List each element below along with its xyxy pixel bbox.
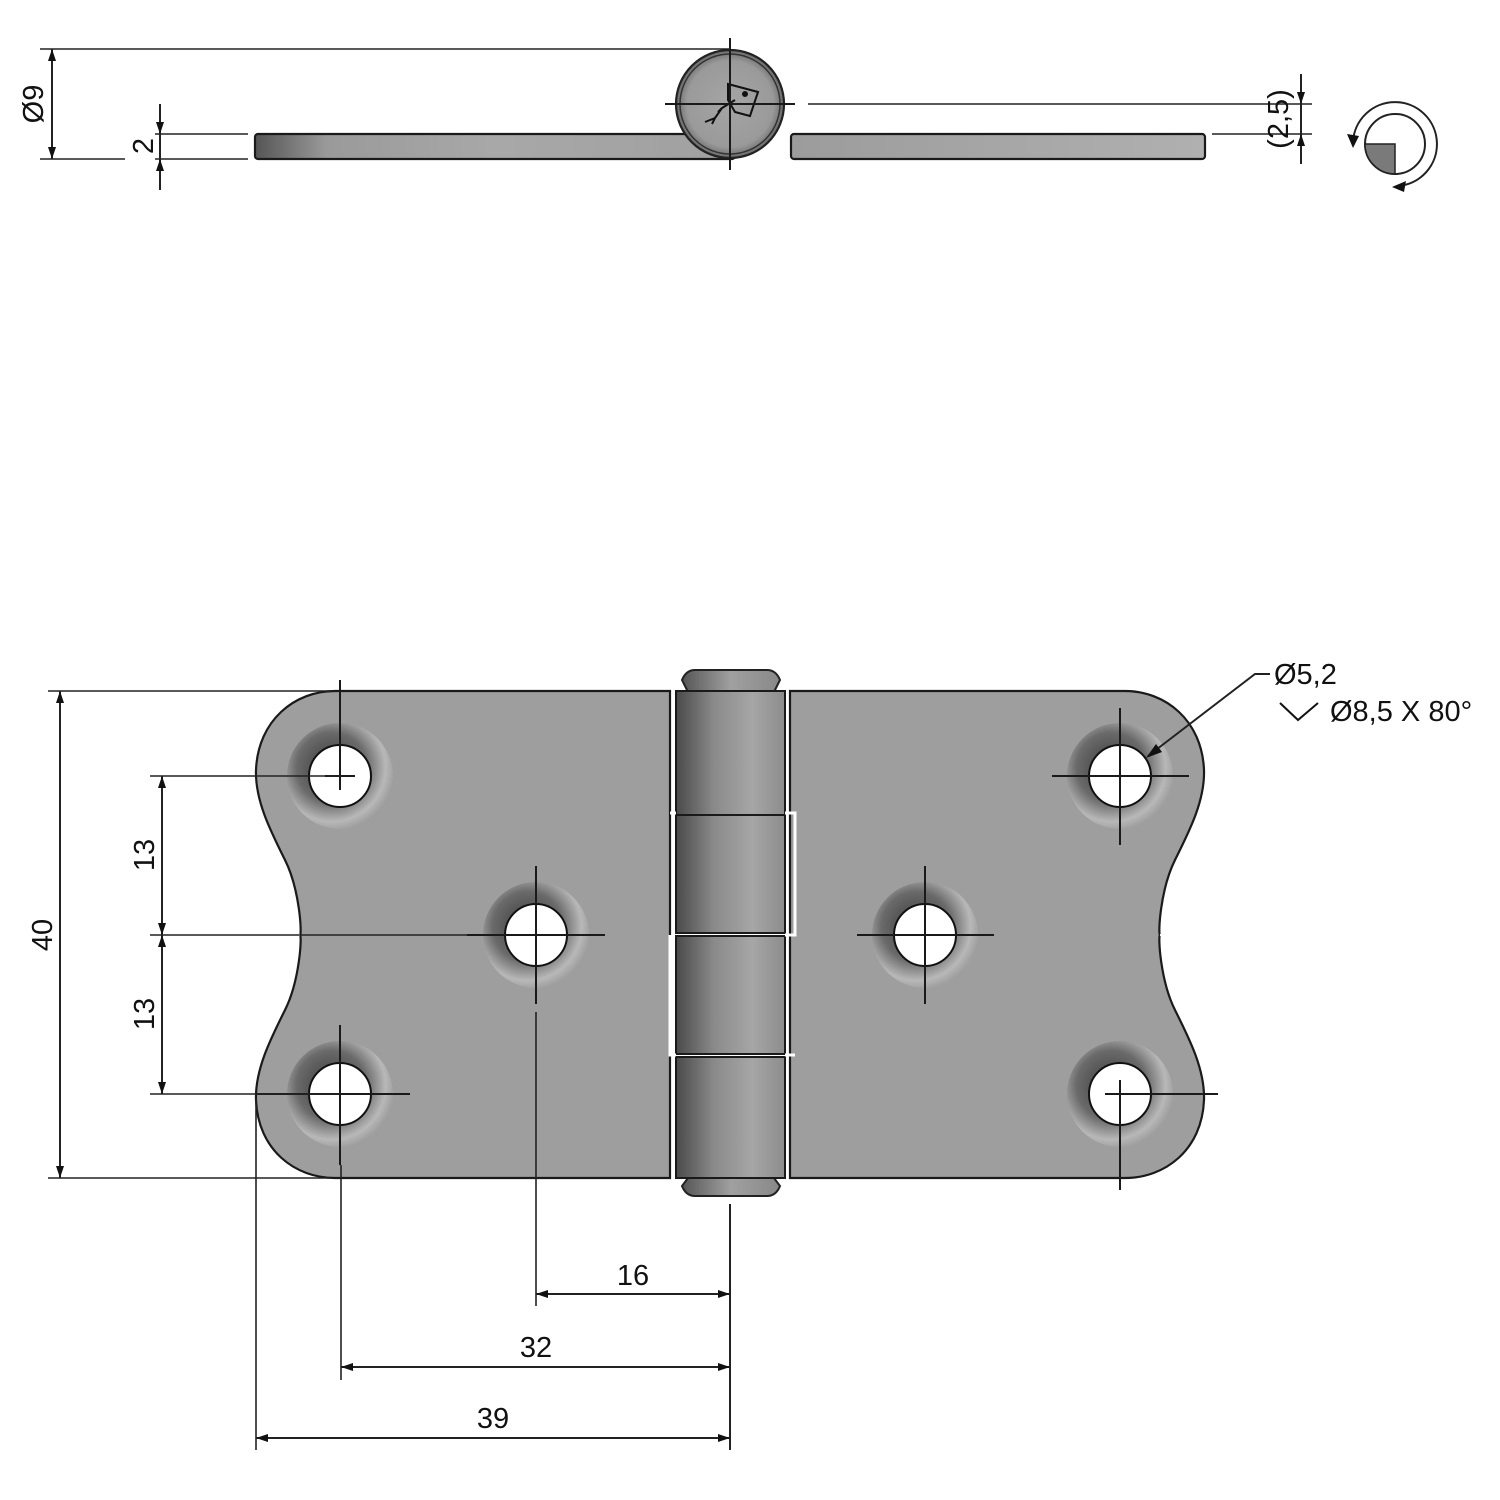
dim-leaf-thickness: 2 — [128, 138, 160, 154]
hole-right-bottom — [1067, 1041, 1218, 1190]
dim-leaf-width: 39 — [477, 1403, 509, 1435]
rotation-view-symbol-icon — [1347, 101, 1438, 192]
countersink-symbol-icon — [1279, 702, 1319, 722]
top-view: Ø9 2 (2,5) — [18, 38, 1312, 190]
hole-right-center — [857, 866, 994, 1004]
hole-left-center — [467, 866, 605, 1004]
dim-offset: (2,5) — [1263, 89, 1295, 149]
dim-hole-spacing-lower: 13 — [129, 998, 161, 1030]
dim-overall-height: 40 — [27, 919, 59, 951]
left-leaf-edge — [253, 132, 737, 161]
callout-leader — [1147, 673, 1270, 757]
dim-center-hole-to-axis: 16 — [617, 1260, 649, 1292]
dim-hole-spacing-upper: 13 — [129, 839, 161, 871]
callout-arrowhead — [1146, 744, 1162, 758]
callout-hole-diameter: Ø5,2 — [1274, 659, 1337, 691]
dim-knuckle-diameter: Ø9 — [18, 85, 50, 124]
knuckle-barrel — [668, 669, 797, 1197]
hole-right-top — [1052, 708, 1189, 845]
dim-outer-hole-to-axis: 32 — [520, 1332, 552, 1364]
plan-view: 40 13 13 16 32 39 Ø5,2 Ø8,5 X 80° — [27, 659, 1472, 1450]
callout-countersink: Ø8,5 X 80° — [1330, 696, 1472, 728]
right-leaf-edge — [789, 132, 1207, 161]
